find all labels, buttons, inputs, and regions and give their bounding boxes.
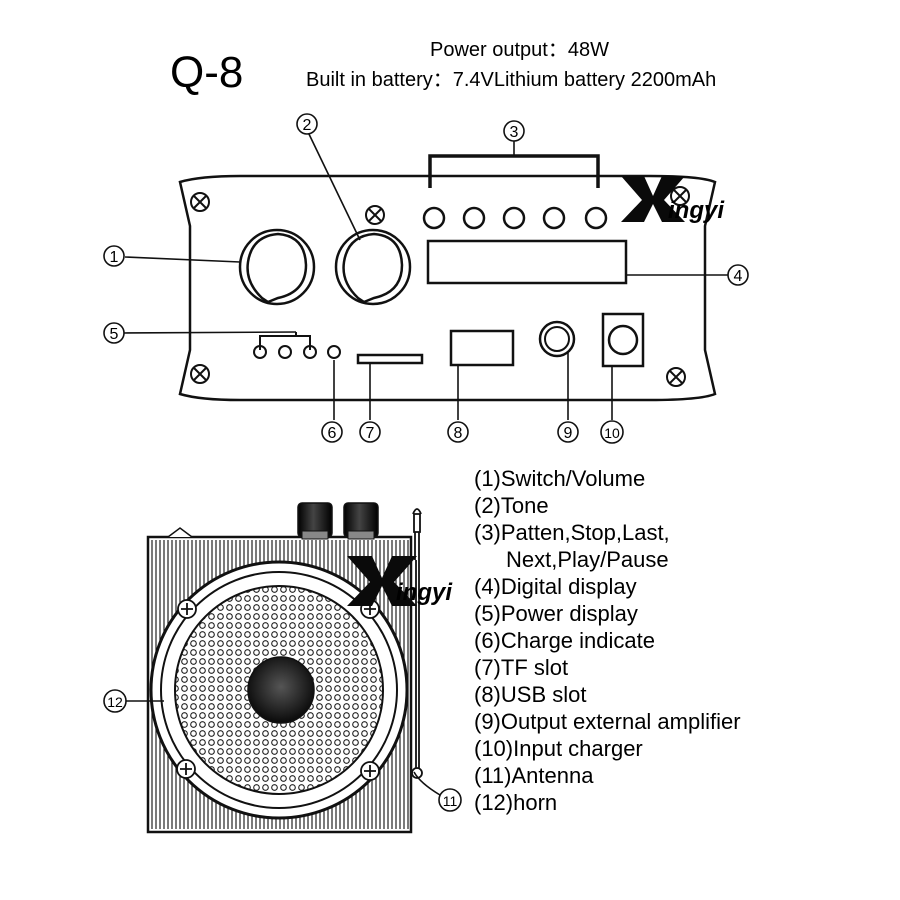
speaker-screw-icon <box>176 599 380 781</box>
charger-input-icon <box>601 312 645 368</box>
svg-text:5: 5 <box>110 326 119 343</box>
legend-item: (5)Power display <box>474 601 638 626</box>
digital-display <box>426 239 628 285</box>
charge-indicator-led <box>327 345 341 359</box>
svg-text:ingyi: ingyi <box>668 197 725 224</box>
svg-text:10: 10 <box>604 425 620 441</box>
svg-text:3: 3 <box>510 124 519 141</box>
svg-text:9: 9 <box>564 425 573 442</box>
legend-item: (7)TF slot <box>474 655 568 680</box>
callout-11: 11 <box>438 788 462 812</box>
output-jack-icon <box>538 320 576 358</box>
svg-text:4: 4 <box>734 268 743 285</box>
legend-item: (4)Digital display <box>474 574 637 599</box>
svg-text:11: 11 <box>443 793 458 809</box>
svg-text:2: 2 <box>303 117 312 134</box>
legend-item: (6)Charge indicate <box>474 628 655 653</box>
playback-buttons-group <box>422 154 608 230</box>
panel-outline <box>178 174 717 402</box>
tone-knob-icon <box>334 228 412 306</box>
callout-12: 12 <box>103 689 164 713</box>
volume-switch-knob-icon <box>238 228 316 306</box>
tf-slot <box>356 353 424 365</box>
power-output-text: Power output：48W <box>430 39 609 61</box>
callout-2: 2 <box>296 113 318 135</box>
power-display-leds <box>253 332 317 359</box>
callout-3: 3 <box>503 120 525 142</box>
legend-item: (1)Switch/Volume <box>474 466 645 491</box>
legend-item: (3)Patten,Stop,Last, <box>474 520 670 545</box>
legend-item: (2)Tone <box>474 493 549 518</box>
legend-item: (11)Antenna <box>474 763 594 788</box>
svg-text:1: 1 <box>110 249 119 266</box>
top-knobs-icon <box>297 502 379 540</box>
front-panel <box>178 174 717 402</box>
svg-text:7: 7 <box>366 425 375 442</box>
callout-5: 5 <box>103 322 125 344</box>
callout-7: 7 <box>359 421 381 443</box>
svg-text:12: 12 <box>107 694 123 710</box>
callout-9: 9 <box>557 421 579 443</box>
callout-8: 8 <box>447 421 469 443</box>
legend-item: (12)horn <box>474 790 557 815</box>
watermark-logo: ingyi <box>621 176 725 224</box>
watermark-logo-2: ingyi <box>347 556 453 606</box>
callout-1: 1 <box>103 245 125 267</box>
model-title: Q-8 <box>170 48 243 97</box>
callout-10: 10 <box>600 420 624 444</box>
panel-screw-icon <box>190 186 690 387</box>
x-mark-icon <box>347 556 417 606</box>
usb-slot <box>449 329 515 367</box>
x-mark-icon <box>621 176 685 222</box>
battery-text: Built in battery：7.4VLithium battery 220… <box>306 69 716 91</box>
callout-4: 4 <box>727 264 749 286</box>
leader-lines <box>123 131 728 796</box>
legend-item: (8)USB slot <box>474 682 586 707</box>
svg-text:ingyi: ingyi <box>396 579 453 606</box>
speaker-horn <box>149 560 409 820</box>
svg-text:8: 8 <box>454 425 463 442</box>
legend-item: (9)Output external amplifier <box>474 709 741 734</box>
svg-text:6: 6 <box>328 425 337 442</box>
callout-6: 6 <box>321 421 343 443</box>
antenna-icon <box>411 508 423 779</box>
legend: (1)Switch/Volume (2)Tone (3)Patten,Stop,… <box>474 466 741 815</box>
legend-item: Next,Play/Pause <box>506 547 669 572</box>
legend-item: (10)Input charger <box>474 736 643 761</box>
